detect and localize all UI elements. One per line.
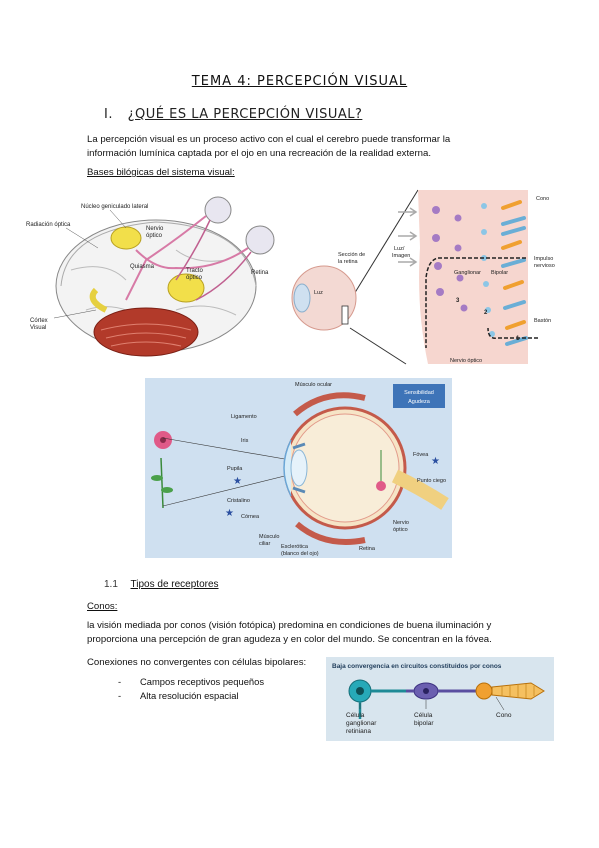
label-la-retina: la retina (338, 259, 359, 265)
label-luz-slash: Luz/ (394, 246, 405, 252)
retina-section-figure: Sección de la retina Luz/ Imagen Luz Con… (291, 189, 555, 365)
label-ganglionar: Ganglionar (454, 270, 481, 276)
label-ciliar: ciliar (259, 541, 270, 547)
bullet-list: -Campos receptivos pequeños -Alta resolu… (118, 675, 264, 703)
label-iris: Iris (241, 438, 249, 444)
label-impulso: Impulso (534, 256, 553, 262)
section-number: I. (104, 107, 113, 122)
retina-tissue (418, 190, 528, 364)
label-bipolar: Bipolar (491, 270, 508, 276)
intro-paragraph: La percepción visual es un proceso activ… (87, 133, 517, 160)
label-step-2: 2 (484, 310, 488, 316)
label-cornea: Córnea (241, 514, 260, 520)
label-cono: Cono (536, 196, 549, 202)
label-musculo-ocular: Músculo ocular (295, 382, 332, 388)
label-cristalino: Cristalino (227, 498, 250, 504)
label-ligamento: Ligamento (231, 414, 257, 420)
sensibilidad-box (393, 384, 445, 408)
conos-paragraph: la visión mediada por conos (visión fotó… (87, 619, 527, 646)
label-retina-eye: Retina (359, 546, 376, 552)
bases-heading: Bases bilógicas del sistema visual: (87, 167, 235, 178)
label-seccion: Sección de (338, 252, 365, 258)
eyeball (291, 265, 357, 331)
left-eye (204, 196, 232, 224)
right-eye (245, 225, 275, 255)
label-nervio-eye: Nervio (393, 520, 409, 526)
label-nucleo: Núcleo geniculado lateral (81, 204, 148, 210)
cone-circuit-figure: Baja convergencia en circuitos constitui… (326, 657, 554, 741)
label-optico-eye: óptico (393, 527, 408, 533)
label-cortex: Córtex (30, 318, 48, 324)
intro-line-2: información lumínica captada por el ojo … (87, 147, 431, 159)
list-item: -Campos receptivos pequeños (118, 676, 265, 687)
label-blanco-ojo: (blanco del ojo) (281, 551, 319, 557)
section-title: Tipos de receptores (130, 579, 219, 590)
label-baston: Bastón (534, 318, 551, 324)
cristalino-star-icon: ★ (225, 508, 234, 519)
brain-visual-pathway-figure: Núcleo geniculado lateral Radiación ópti… (26, 196, 275, 357)
section-title: ¿QUÉ ES LA PERCEPCIÓN VISUAL? (127, 107, 363, 122)
label-esclerotica: Esclerótica (281, 544, 309, 550)
optic-nerve (391, 469, 449, 510)
fovea-star-icon: ★ (431, 456, 440, 467)
label-radiacion: Radiación óptica (26, 222, 71, 228)
label-bipolar: bipolar (414, 720, 434, 727)
section-number: 1.1 (104, 579, 118, 590)
label-visual: Visual (30, 325, 46, 331)
lgn-yellow (110, 226, 142, 250)
label-celula-ganglionar: Célula (346, 712, 365, 719)
conos-line-2: proporciona una percepción de gran agude… (87, 633, 492, 645)
list-item: -Alta resolución espacial (118, 690, 239, 701)
label-retina: Retina (251, 270, 269, 276)
conos-line-1: la visión mediada por conos (visión fotó… (87, 620, 492, 631)
label-punto-ciego: Punto ciego (417, 478, 446, 484)
conos-heading: Conos: (87, 601, 118, 612)
label-tracto: Tracto (186, 268, 203, 274)
pupila-star-icon: ★ (233, 476, 242, 487)
label-luz: Luz (314, 290, 323, 296)
section-heading-1: I. ¿QUÉ ES LA PERCEPCIÓN VISUAL? (104, 107, 362, 122)
left-flower (151, 431, 173, 509)
label-sensibilidad: Sensibilidad (404, 390, 434, 396)
label-imagen: Imagen (392, 253, 410, 259)
label-quiasma: Quiasma (130, 264, 155, 270)
label-celula-bipolar: Célula (414, 712, 433, 719)
visual-cortex (93, 307, 199, 357)
label-tracto-optico: óptico (186, 275, 203, 281)
label-agudeza: Agudeza (408, 399, 431, 405)
label-nervio: Nervio (146, 226, 164, 232)
intro-line-1: La percepción visual es un proceso activ… (87, 134, 451, 145)
label-optico: óptico (146, 233, 163, 239)
label-step-1: 1 (516, 336, 520, 342)
label-musculo: Músculo (259, 534, 279, 540)
label-nervioso: nervioso (534, 263, 555, 269)
conexiones-text: Conexiones no convergentes con células b… (87, 657, 307, 668)
section-heading-1-1: 1.1 Tipos de receptores (104, 579, 219, 590)
label-cono-fig: Cono (496, 712, 512, 719)
label-step-3: 3 (456, 298, 460, 304)
label-ganglionar: ganglionar (346, 720, 377, 727)
label-retiniana: retiniana (346, 728, 371, 735)
eye-anatomy-figure: Sensibilidad Agudeza ★ ★ ★ Músculo ocula… (145, 378, 452, 558)
label-nervio-optico: Nervio óptico (450, 358, 482, 364)
label-fovea: Fóvea (413, 452, 429, 458)
cone-figure-title: Baja convergencia en circuitos constitui… (332, 663, 502, 670)
cone-cell (475, 682, 493, 700)
label-pupila: Pupila (227, 466, 243, 472)
page-title: TEMA 4: PERCEPCIÓN VISUAL (191, 74, 408, 89)
